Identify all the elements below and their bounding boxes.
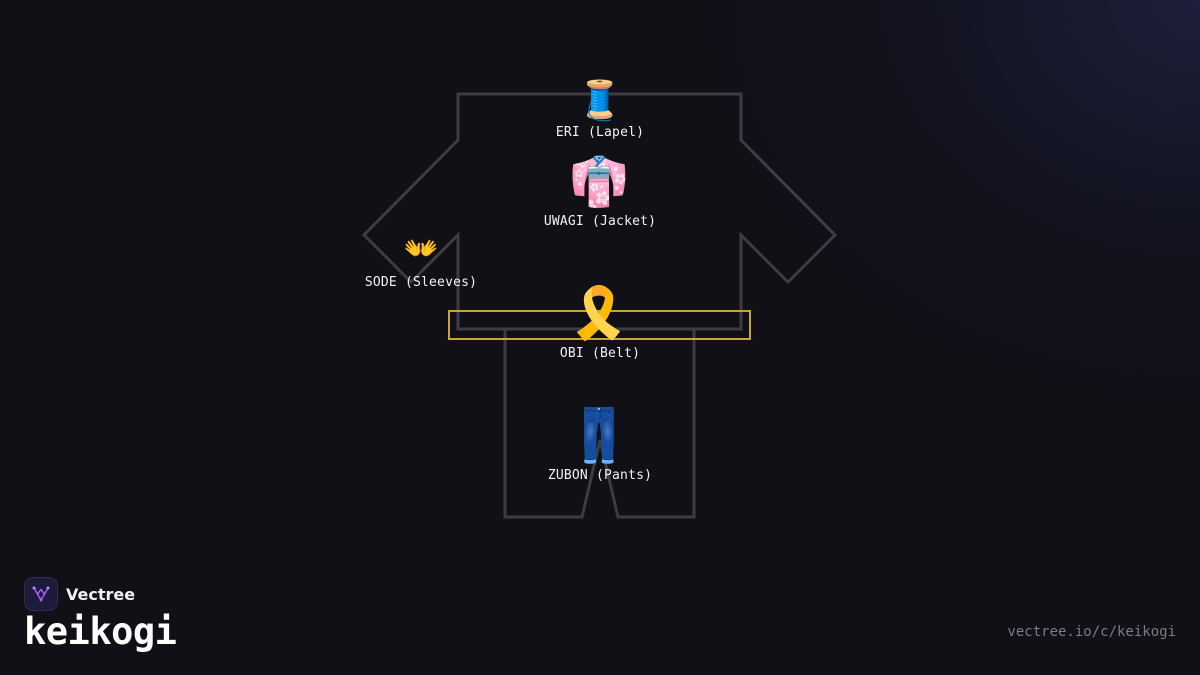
page-url[interactable]: vectree.io/c/keikogi: [1007, 624, 1176, 640]
page-title: keikogi: [24, 610, 177, 653]
vectree-logo-icon: [24, 577, 58, 611]
brand: Vectree: [24, 577, 135, 611]
jacket-outline: [361, 92, 838, 331]
ribbon-icon: 🎗️: [567, 284, 631, 342]
obi-label: OBI (Belt): [559, 346, 641, 361]
uwagi-label: UWAGI (Jacket): [543, 214, 657, 229]
zubon-label: ZUBON (Pants): [547, 468, 653, 483]
thread-spool-icon: 🧵: [576, 78, 624, 122]
sode-label: SODE (Sleeves): [364, 275, 478, 290]
brand-name: Vectree: [66, 584, 136, 604]
belt-outline: [448, 310, 751, 340]
kimono-icon: 👘: [569, 154, 629, 210]
jeans-icon: 👖: [566, 406, 632, 466]
eri-label: ERI (Lapel): [555, 125, 645, 140]
open-hands-icon: 👐: [403, 232, 439, 265]
pants-outline: [503, 327, 696, 519]
